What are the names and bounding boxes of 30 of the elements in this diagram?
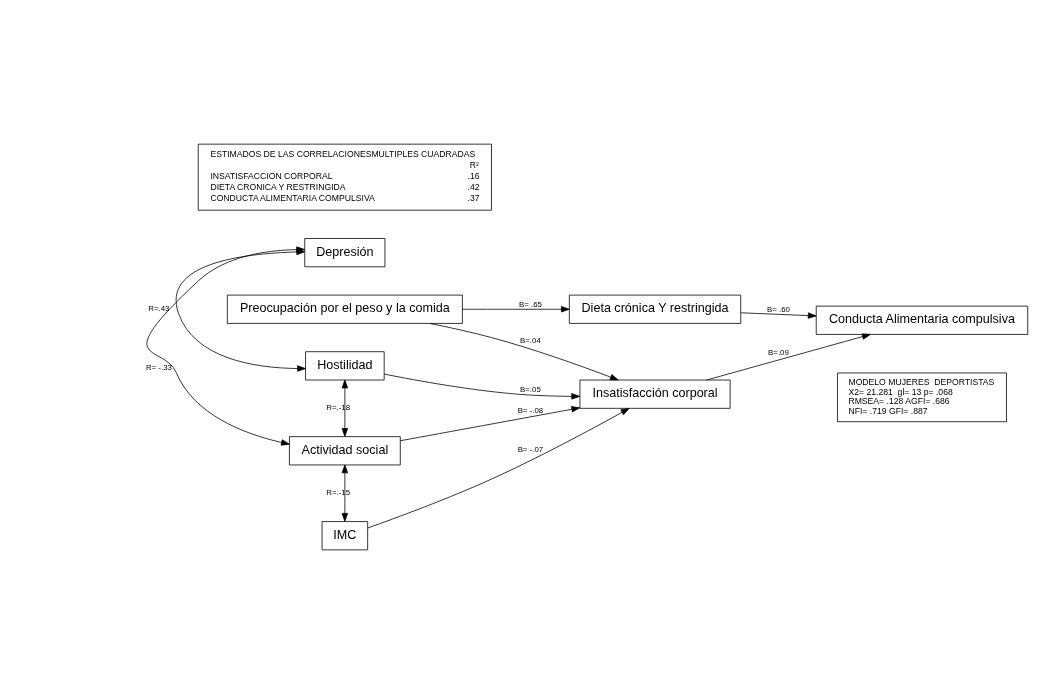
edge-label: R= -.33 xyxy=(145,363,172,373)
arrow xyxy=(706,333,871,381)
node-box: Depresión xyxy=(304,238,386,268)
arrow xyxy=(341,464,348,522)
edge-label: R=.43 xyxy=(148,304,170,314)
edge-label: B= .60 xyxy=(767,305,790,315)
arrow xyxy=(367,408,630,529)
arrow xyxy=(429,323,619,381)
node-box: Preocupación por el peso y la comida xyxy=(226,294,463,324)
edge-label: R=.-18 xyxy=(326,403,351,413)
node-box: Insatisfacción corporal xyxy=(579,379,731,409)
node-box: IMC xyxy=(321,521,369,551)
arrow xyxy=(341,379,348,437)
node-box: Hostilidad xyxy=(305,351,385,381)
edge-label: B=.05 xyxy=(520,384,541,394)
node-box: ESTIMADOS DE LAS CORRELACIONESMULTIPLES CUADRADAS R² INSATISFACCION CORPORAL .16 DIETA CRONICA Y RESTRINGIDA .42 CONDUCTA ALIMENTARIA COMPULSIVA .37 xyxy=(197,143,492,211)
arrow xyxy=(740,312,817,319)
node-box: Conducta Alimentaria compulsiva xyxy=(815,305,1029,335)
node-box: Actividad social xyxy=(289,436,401,466)
node-box: MODELO MUJERES DEPORTISTAS X2= 21.281 gl= 13 p= .068 RMSEA= .128 AGFI= .686 NFI= .719 GFI= .887 xyxy=(837,372,1007,423)
node-box: Dieta crónica Y restringida xyxy=(568,294,742,324)
arrow xyxy=(383,373,580,400)
edge-label: B=.04 xyxy=(520,336,541,346)
edge-label: B= -.07 xyxy=(517,445,544,455)
edge-label: R=.-15 xyxy=(326,488,351,498)
arrow xyxy=(462,306,570,313)
edge-label: B= -.08 xyxy=(517,406,544,416)
edge-label: B= .65 xyxy=(518,299,542,309)
edge-label: B=.09 xyxy=(768,347,789,357)
arrow xyxy=(400,406,581,442)
